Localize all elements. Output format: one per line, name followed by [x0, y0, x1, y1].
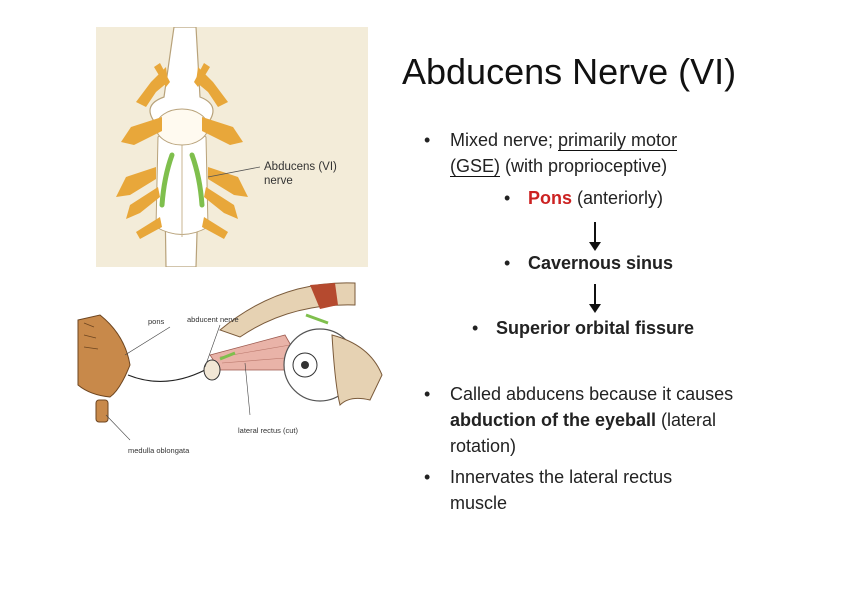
- abducens-figure-label: Abducens (VI) nerve: [264, 160, 337, 188]
- pathway-arrow-2-head: [589, 304, 601, 313]
- bullet-2-text-1: Called abducens because it causes: [450, 384, 734, 404]
- bullet-1-rest: (with proprioceptive): [500, 156, 668, 176]
- bullet-marker: •: [504, 188, 511, 208]
- pathway-step-cavernous: • Cavernous sinus: [504, 250, 673, 276]
- orbit-figure: pons abducent nerve lateral rectus (cut)…: [70, 275, 390, 475]
- pathway-arrow-2-line: [594, 284, 596, 306]
- bullet-marker: •: [424, 384, 431, 404]
- bullet-1-underlined: primarily motor: [558, 130, 678, 151]
- lateral-rectus-label: lateral rectus (cut): [238, 426, 299, 435]
- bullet-3-line2: muscle: [450, 493, 508, 513]
- pons-rest: (anteriorly): [572, 188, 664, 208]
- gse-underlined: (GSE): [450, 156, 501, 177]
- brainstem-figure: Abducens (VI) nerve: [96, 27, 368, 267]
- bullet-2-text-2: (lateral: [656, 410, 717, 430]
- brainstem-illustration: [116, 27, 261, 267]
- orbit-illustration: [77, 282, 383, 441]
- slide-title: Abducens Nerve (VI): [402, 51, 737, 92]
- pathway-arrow-1-head: [589, 242, 601, 251]
- bullet-1-line2: (GSE) (with proprioceptive): [450, 153, 667, 179]
- bullet-marker: •: [424, 130, 431, 150]
- pons-label: pons: [148, 317, 165, 326]
- pathway-arrow-1-line: [594, 222, 596, 244]
- abducent-nerve-label: abducent nerve: [187, 315, 239, 324]
- bullet-marker: •: [472, 318, 479, 338]
- cavernous-sinus-text: Cavernous sinus: [528, 253, 674, 273]
- abduction-bold: abduction of the eyeball: [450, 410, 657, 430]
- pons-highlight: Pons: [528, 188, 573, 208]
- bullet-2-line3: rotation): [450, 436, 517, 456]
- pathway-step-orbital-fissure: • Superior orbital fissure: [472, 315, 694, 341]
- abducens-label-line2: nerve: [264, 175, 293, 187]
- abducens-label-line1: Abducens (VI): [264, 161, 337, 173]
- medulla-label: medulla oblongata: [128, 446, 190, 455]
- bullet-1-line1: • Mixed nerve; primarily motor: [424, 127, 678, 153]
- bullet-2-line1: • Called abducens because it causes: [424, 381, 733, 407]
- bullet-3-text-1: Innervates the lateral rectus: [450, 467, 673, 487]
- bullet-marker: •: [424, 467, 431, 487]
- orbital-fissure-text: Superior orbital fissure: [496, 318, 695, 338]
- bullet-2-line2: abduction of the eyeball (lateral: [450, 407, 716, 433]
- pathway-step-pons: • Pons (anteriorly): [504, 185, 663, 211]
- bullet-1-prefix: Mixed nerve;: [450, 130, 559, 150]
- bullet-marker: •: [504, 253, 511, 273]
- bullet-3-line1: • Innervates the lateral rectus: [424, 464, 672, 490]
